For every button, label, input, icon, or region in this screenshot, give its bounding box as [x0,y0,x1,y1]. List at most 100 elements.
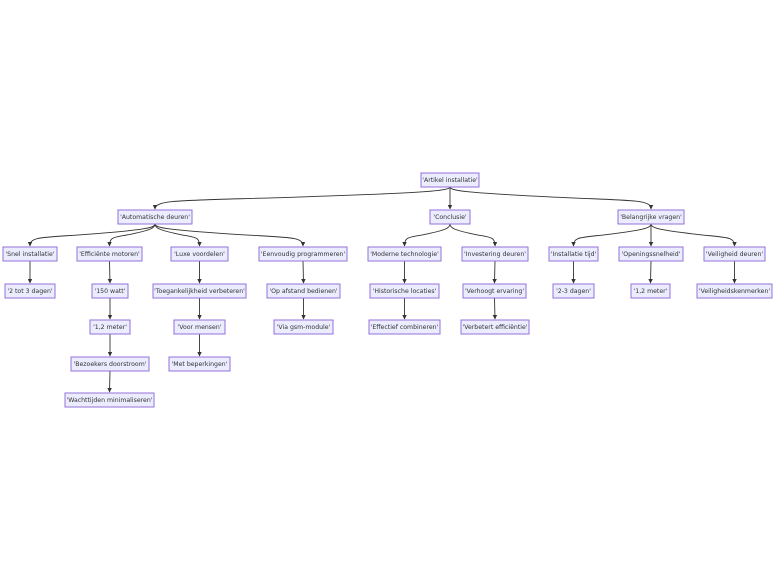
edge-bez-to-wacht [107,370,112,393]
node-box [461,246,529,262]
node-box [429,209,471,225]
node-voor: 'Voor mensen' [173,319,226,335]
node-box [273,319,334,335]
node-box [460,319,530,335]
node-label: 'Eenvoudig programmeren' [261,251,346,258]
node-comb: 'Effectief combineren' [368,319,441,335]
edge-auto-to-eff [107,223,156,247]
node-label: 'Luxe voordelen' [174,251,225,258]
node-box [2,246,58,262]
node-box [64,392,155,408]
nodes-layer: 'Artikel installatie' 'Automatische deure… [2,172,773,408]
node-label: '1,2 meter' [634,288,668,295]
node-dagen: '2 tot 3 dagen' [4,283,56,299]
node-open: 'Openingssnelheid' [618,246,684,262]
node-label: 'Veiligheid deuren' [706,251,763,258]
node-watt: '150 watt' [91,283,129,299]
edge-root-to-vragen [449,186,654,210]
node-box [91,283,129,299]
node-label: 'Via gsm-module' [277,324,331,331]
node-m12b: '1,2 meter' [630,283,671,299]
node-verb: 'Verbetert efficiëntie' [460,319,530,335]
node-tijd: 'Installatie tijd' [548,246,599,262]
node-label: 'Verhoogt ervaring' [465,288,524,295]
node-box [258,246,348,262]
node-label: 'Op afstand bedienen' [269,288,338,295]
node-eff: 'Efficiënte motoren' [76,246,143,262]
node-label: 'Artikel installatie' [422,177,478,184]
edge-auto-to-eenv [154,223,306,247]
node-box [70,356,150,372]
node-box [420,172,480,188]
node-box [170,246,229,262]
node-label: 'Belangrijke vragen' [620,214,682,221]
node-label: 'Verbetert efficiëntie' [463,324,528,331]
node-box [152,283,247,299]
node-box [168,356,231,372]
node-label: 'Toegankelijkheid verbeteren' [154,288,245,295]
node-luxe: 'Luxe voordelen' [170,246,229,262]
node-mod: 'Moderne technologie' [367,246,442,262]
node-label: 'Conclusie' [433,214,467,221]
node-root: 'Artikel installatie' [420,172,480,188]
node-auto: 'Automatische deuren' [117,209,193,225]
node-label: 'Installatie tijd' [551,251,597,258]
node-afst: 'Op afstand bedienen' [266,283,341,299]
node-veil: 'Veiligheid deuren' [703,246,766,262]
node-gsm: 'Via gsm-module' [273,319,334,335]
node-beperk: 'Met beperkingen' [168,356,231,372]
edge-verh-to-verb [492,297,498,320]
edge-concl-to-inv [449,223,498,247]
node-m12: '1,2 meter' [89,319,131,335]
node-label: 'Automatische deuren' [120,214,190,221]
node-box [617,209,685,225]
node-label: 'Effectief combineren' [371,324,439,331]
edge-concl-to-mod [402,223,451,247]
node-inv: 'Investering deuren' [461,246,529,262]
node-label: 'Veiligheidskenmerken' [699,288,771,295]
node-label: 'Snel installatie' [5,251,54,258]
node-verh: 'Verhoogt ervaring' [462,283,527,299]
node-box [173,319,226,335]
edges-layer [27,186,737,393]
node-kenm: 'Veiligheidskenmerken' [696,283,773,299]
edge-eff-to-watt [107,260,113,284]
node-box [76,246,143,262]
node-label: 'Efficiënte motoren' [79,251,140,258]
node-label: 'Voor mensen' [178,324,222,331]
node-box [266,283,341,299]
node-label: '1,2 meter' [93,324,127,331]
node-box [618,246,684,262]
node-label: 'Openingssnelheid' [622,251,681,258]
node-label: '2-3 dagen' [556,288,591,295]
node-concl: 'Conclusie' [429,209,471,225]
node-box [117,209,193,225]
node-box [552,283,595,299]
edge-inv-to-verh [492,260,497,284]
node-label: 'Wachttijden minimaliseren' [67,397,153,404]
node-label: 'Bezoekers doorstroom' [74,361,147,368]
node-hist: 'Historische locaties' [369,283,440,299]
node-vragen: 'Belangrijke vragen' [617,209,685,225]
edge-auto-to-luxe [154,223,202,247]
node-box [369,283,440,299]
node-wacht: 'Wachttijden minimaliseren' [64,392,155,408]
edge-vragen-to-veil [650,223,737,247]
node-box [368,319,441,335]
edge-eenv-to-afst [301,260,306,284]
node-bez: 'Bezoekers doorstroom' [70,356,150,372]
node-snel: 'Snel installatie' [2,246,58,262]
node-eenv: 'Eenvoudig programmeren' [258,246,348,262]
node-box [630,283,671,299]
node-label: 'Historische locaties' [373,288,437,295]
node-label: '2 tot 3 dagen' [7,288,52,295]
node-box [4,283,56,299]
node-d23: '2-3 dagen' [552,283,595,299]
node-box [696,283,773,299]
node-toeg: 'Toegankelijkheid verbeteren' [152,283,247,299]
node-box [548,246,599,262]
edge-root-to-auto [152,186,451,210]
node-box [89,319,131,335]
edge-open-to-m12b [648,260,653,284]
